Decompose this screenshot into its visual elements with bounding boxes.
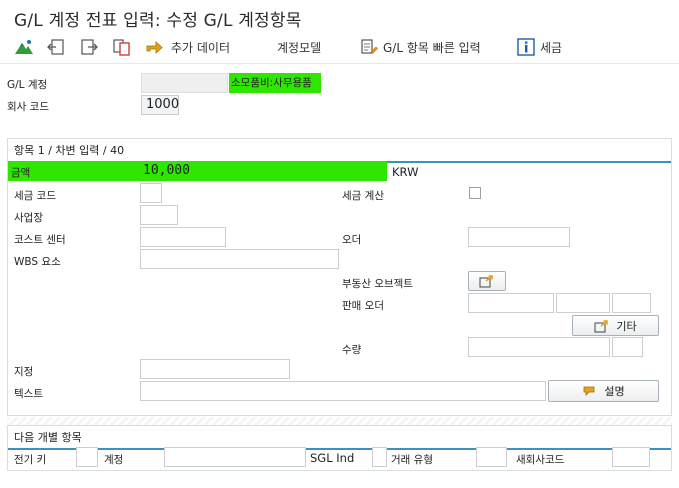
amount-label: 금액: [11, 167, 31, 179]
add-data-button[interactable]: 추가 데이터: [145, 38, 230, 56]
open-doc-icon: [594, 319, 609, 333]
business-area-label: 사업장: [14, 212, 43, 224]
posting-key-label: 전기 키: [14, 454, 47, 466]
tax-button[interactable]: 세금: [517, 38, 562, 56]
section-divider: [7, 417, 672, 425]
wbs-label: WBS 요소: [14, 256, 61, 268]
doc-edit-icon: [361, 39, 378, 54]
trans-type-input[interactable]: [476, 447, 507, 467]
calc-tax-label: 세금 계산: [342, 190, 384, 202]
amount-input[interactable]: 10,000: [143, 163, 190, 178]
next-item-section-title: 다음 개별 항목: [8, 426, 671, 450]
company-code-input[interactable]: 1000: [141, 95, 179, 115]
sgl-ind-label: SGL Ind: [310, 451, 355, 465]
next-doc-button[interactable]: [80, 38, 100, 56]
new-company-input[interactable]: [612, 447, 650, 467]
toolbar: [0, 32, 679, 64]
currency-label: KRW: [392, 165, 419, 179]
add-data-label: 추가 데이터: [171, 40, 231, 55]
gl-fast-entry-button[interactable]: G/L 항목 빠른 입력: [359, 38, 481, 56]
quantity-label: 수량: [342, 344, 362, 356]
assignment-input[interactable]: [140, 359, 290, 379]
order-input[interactable]: [468, 227, 570, 247]
arrow-add-icon: [146, 41, 163, 54]
sales-order-input[interactable]: [468, 293, 554, 313]
item-section: 항목 1 / 차변 입력 / 40: [7, 138, 672, 416]
tax-code-input[interactable]: [140, 183, 162, 203]
cost-center-label: 코스트 센터: [14, 234, 66, 246]
calc-tax-checkbox[interactable]: [469, 187, 481, 199]
long-text-button-label: 설명: [604, 385, 625, 398]
mountain-icon: [15, 40, 33, 54]
cost-center-input[interactable]: [140, 227, 226, 247]
quantity-unit-input[interactable]: [612, 337, 643, 357]
wbs-input[interactable]: [140, 249, 339, 269]
pencil-icon: [583, 386, 595, 396]
real-estate-button[interactable]: [468, 271, 506, 291]
account-input[interactable]: [164, 447, 306, 467]
amount-row-highlight: [8, 161, 387, 181]
account-model-label: 계정모델: [277, 40, 322, 55]
text-label: 텍스트: [14, 388, 43, 400]
real-estate-label: 부동산 오브젝트: [342, 278, 413, 290]
next-item-section: 다음 개별 항목: [7, 425, 672, 471]
open-doc-icon: [479, 275, 493, 288]
sgl-ind-input[interactable]: [372, 447, 387, 467]
copy-doc-icon: [113, 39, 130, 56]
order-label: 오더: [342, 234, 362, 246]
trans-type-label: 거래 유형: [391, 454, 433, 466]
text-input[interactable]: [140, 381, 546, 401]
tax-code-label: 세금 코드: [14, 190, 56, 202]
posting-key-input[interactable]: [76, 447, 98, 467]
sales-order-schedule-input[interactable]: [612, 293, 651, 313]
gl-account-label: G/L 계정: [7, 79, 48, 91]
sales-order-label: 판매 오더: [342, 300, 384, 312]
info-icon: [517, 38, 535, 56]
gl-fast-entry-label: G/L 항목 빠른 입력: [383, 40, 481, 55]
more-button-label: 기타: [616, 319, 637, 333]
back-doc-icon: [47, 39, 64, 55]
sales-order-item-input[interactable]: [556, 293, 610, 313]
assignment-label: 지정: [14, 366, 34, 378]
account-model-button[interactable]: 계정모델: [277, 38, 321, 56]
window-title: G/L 계정 전표 입력: 수정 G/L 계정항목: [14, 11, 302, 31]
tax-label: 세금: [540, 40, 563, 55]
previous-doc-button[interactable]: [46, 38, 66, 56]
company-code-label: 회사 코드: [7, 101, 49, 113]
gl-account-input[interactable]: [141, 73, 228, 93]
quantity-input[interactable]: [468, 337, 610, 357]
more-button[interactable]: 기타: [572, 315, 659, 336]
overview-button[interactable]: [14, 38, 34, 56]
new-company-label: 새회사코드: [516, 454, 565, 466]
item-section-title: 항목 1 / 차변 입력 / 40: [8, 139, 671, 163]
copy-doc-button[interactable]: [112, 38, 132, 56]
gl-account-description: 소모품비:사무용품: [229, 73, 321, 93]
account-label: 계정: [104, 454, 124, 466]
long-text-button[interactable]: 설명: [548, 380, 659, 402]
business-area-input[interactable]: [140, 205, 178, 225]
forward-doc-icon: [81, 39, 98, 55]
